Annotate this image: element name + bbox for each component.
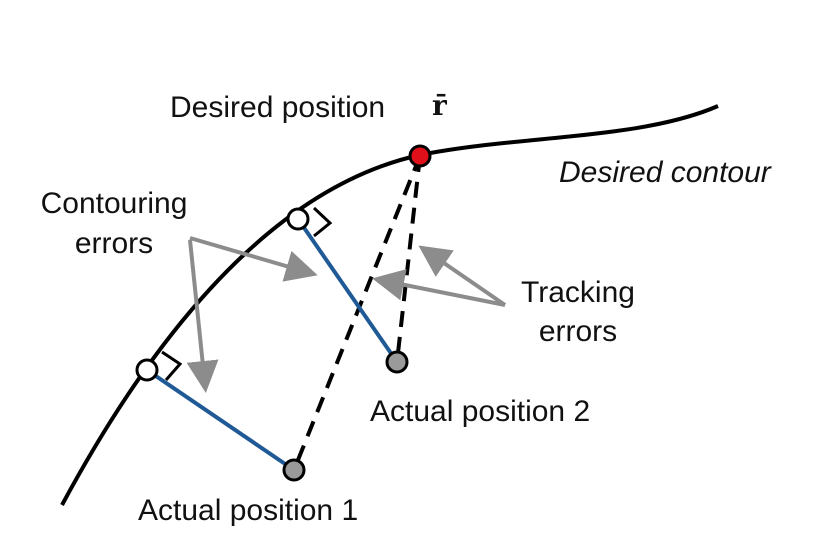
contour-foot-point-2 xyxy=(286,207,310,231)
actual-position-1-label: Actual position 1 xyxy=(138,494,358,527)
contouring-error-line-2 xyxy=(296,217,399,364)
tracking-errors-label-line1: Tracking xyxy=(521,276,635,309)
desired-contour-label: Desired contour xyxy=(559,156,772,189)
desired-position-point xyxy=(408,144,432,168)
actual-position-point-2 xyxy=(385,350,409,374)
desired-position-symbol: r̄ xyxy=(432,89,448,122)
contouring-error-line-1 xyxy=(145,368,296,472)
contouring-errors-arrows xyxy=(186,236,318,393)
contour-foot-point-1 xyxy=(135,358,159,382)
tracking-errors-arrows xyxy=(372,245,507,307)
contouring-errors-label-line1: Contouring xyxy=(41,187,188,220)
desired-position-label: Desired position xyxy=(170,91,385,124)
actual-position-2-label: Actual position 2 xyxy=(370,395,590,428)
right-angle-marker-2 xyxy=(312,206,333,238)
desired-contour-curve xyxy=(60,104,719,506)
contouring-errors-label-line2: errors xyxy=(75,227,153,260)
tracking-error-line-2 xyxy=(395,155,422,363)
actual-position-point-1 xyxy=(282,458,306,482)
right-angle-marker-1 xyxy=(161,350,183,381)
tracking-errors-label-line2: errors xyxy=(539,315,617,348)
tracking-error-line-1 xyxy=(292,155,422,471)
